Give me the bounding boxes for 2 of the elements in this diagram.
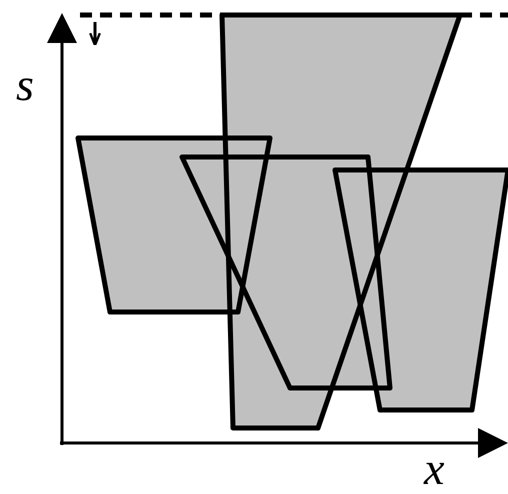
axis-label: x [424, 446, 444, 492]
axis-label: s [16, 62, 34, 108]
